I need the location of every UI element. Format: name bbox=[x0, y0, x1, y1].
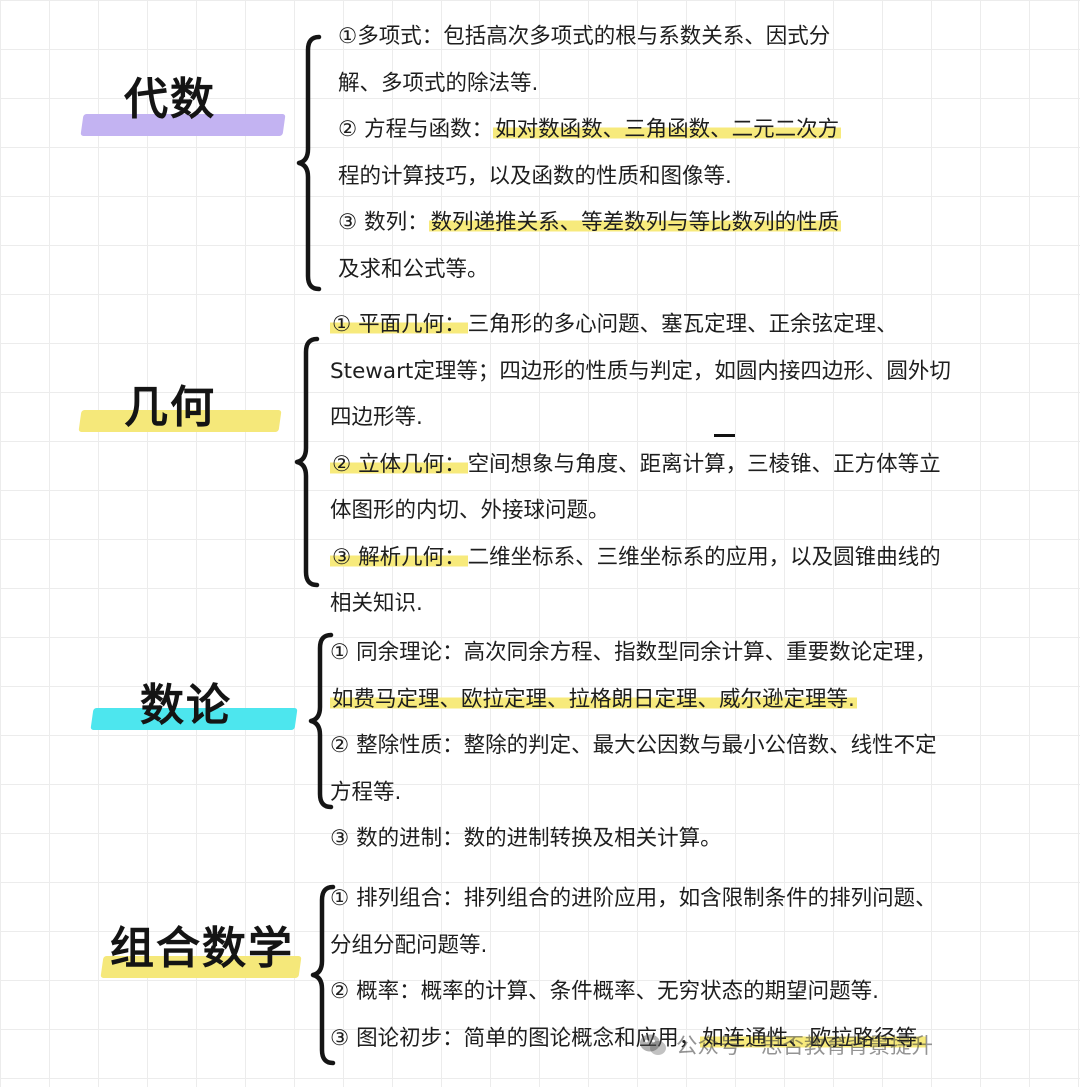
line-text: ③ 数的进制：数的进制转换及相关计算。 bbox=[330, 826, 722, 851]
line-text: ① 同余理论：高次同余方程、指数型同余计算、重要数论定理， bbox=[330, 640, 937, 665]
section-content: ①多项式：包括高次多项式的根与系数关系、因式分解、多项式的除法等. ② 方程与函数… bbox=[338, 14, 842, 294]
highlighted-text: ③ 解析几何： bbox=[330, 544, 468, 570]
stray-dash-mark bbox=[714, 434, 735, 437]
line-text: ③ 图论初步：简单的图论概念和应用， bbox=[330, 1025, 701, 1051]
content-line: ① 平面几何：三角形的多心问题、塞瓦定理、正余弦定理、 bbox=[330, 302, 951, 349]
highlighted-text: ① 平面几何： bbox=[330, 312, 468, 337]
section-title: 几何 bbox=[124, 382, 216, 433]
wechat-official-account-icon bbox=[638, 1032, 668, 1058]
line-text: 程的计算技巧，以及函数的性质和图像等. bbox=[338, 163, 732, 189]
curly-brace-icon bbox=[296, 34, 322, 292]
content-line: ③ 图论初步：简单的图论概念和应用，如连通性、欧拉路径等. bbox=[330, 1016, 937, 1063]
line-text: 四边形等. bbox=[330, 405, 423, 430]
section-title: 组合数学 bbox=[110, 923, 294, 974]
highlighted-text: 如连通性、欧拉路径等. bbox=[700, 1025, 926, 1051]
content-line: 四边形等. bbox=[330, 395, 951, 442]
section-title: 代数 bbox=[124, 74, 216, 125]
highlighted-text: 如费马定理、欧拉定理、拉格朗日定理、威尔逊定理等. bbox=[330, 686, 857, 712]
section-content: ① 排列组合：排列组合的进阶应用，如含限制条件的排列问题、分组分配问题等. ② 概… bbox=[330, 876, 937, 1062]
highlighted-text: 如对数函数、三角函数、二元二次方 bbox=[493, 117, 842, 142]
content-line: 及求和公式等。 bbox=[338, 247, 841, 294]
line-text: 解、多项式的除法等. bbox=[338, 70, 539, 96]
content-line: 分组分配问题等. bbox=[330, 923, 937, 970]
content-line: 解、多项式的除法等. bbox=[338, 61, 841, 108]
content-line: ② 方程与函数：如对数函数、三角函数、二元二次方 bbox=[338, 107, 842, 154]
line-text: ② 概率：概率的计算、条件概率、无穷状态的期望问题等. bbox=[330, 979, 879, 1004]
content-line: ③ 解析几何：二维坐标系、三维坐标系的应用，以及圆锥曲线的 bbox=[330, 535, 951, 582]
line-text: 及求和公式等。 bbox=[338, 256, 489, 282]
line-text: 空间想象与角度、距离计算，三棱锥、正方体等立 bbox=[467, 451, 941, 477]
content-line: ①多项式：包括高次多项式的根与系数关系、因式分 bbox=[338, 14, 841, 61]
content-line: ① 同余理论：高次同余方程、指数型同余计算、重要数论定理， bbox=[330, 630, 937, 677]
curly-brace-icon bbox=[294, 336, 320, 588]
content-line: Stewart定理等；四边形的性质与判定，如圆内接四边形、圆外切 bbox=[330, 349, 951, 396]
line-text: ② 整除性质：整除的判定、最大公因数与最小公倍数、线性不定 bbox=[330, 733, 937, 758]
watermark: 公众号 · 思否教育背景提升 bbox=[638, 1027, 933, 1067]
curly-brace-icon bbox=[310, 884, 336, 1066]
section-title: 数论 bbox=[140, 680, 232, 731]
line-text: 方程等. bbox=[330, 779, 402, 805]
line-text: 三角形的多心问题、塞瓦定理、正余弦定理、 bbox=[467, 312, 898, 337]
section-content: ① 平面几何：三角形的多心问题、塞瓦定理、正余弦定理、 Stewart定理等；四边… bbox=[330, 302, 951, 628]
line-text: 相关知识. bbox=[330, 591, 423, 616]
content-line: ② 整除性质：整除的判定、最大公因数与最小公倍数、线性不定 bbox=[330, 723, 937, 770]
line-text: ② 方程与函数： bbox=[338, 117, 494, 142]
line-text: 二维坐标系、三维坐标系的应用，以及圆锥曲线的 bbox=[467, 544, 941, 570]
section-content: ① 同余理论：高次同余方程、指数型同余计算、重要数论定理， 如费马定理、欧拉定理、… bbox=[330, 630, 937, 863]
content-line: 相关知识. bbox=[330, 581, 951, 628]
line-text: Stewart定理等；四边形的性质与判定，如圆内接四边形、圆外切 bbox=[330, 358, 951, 384]
highlighted-text: 数列递推关系、等差数列与等比数列的性质 bbox=[428, 210, 842, 235]
content-line: 如费马定理、欧拉定理、拉格朗日定理、威尔逊定理等. bbox=[330, 677, 937, 724]
line-text: 分组分配问题等. bbox=[330, 932, 488, 958]
curly-brace-icon bbox=[308, 632, 334, 810]
content-line: 体图形的内切、外接球问题。 bbox=[330, 488, 951, 535]
content-line: 程的计算技巧，以及函数的性质和图像等. bbox=[338, 154, 841, 201]
content-line: ③ 数的进制：数的进制转换及相关计算。 bbox=[330, 816, 937, 863]
line-text: ③ 数列： bbox=[338, 210, 429, 235]
content-line: ② 概率：概率的计算、条件概率、无穷状态的期望问题等. bbox=[330, 969, 937, 1016]
content-line: 方程等. bbox=[330, 770, 937, 817]
content-line: ② 立体几何：空间想象与角度、距离计算，三棱锥、正方体等立 bbox=[330, 442, 951, 489]
highlighted-text: ② 立体几何： bbox=[330, 451, 468, 477]
line-text: 体图形的内切、外接球问题。 bbox=[330, 498, 610, 523]
content-line: ① 排列组合：排列组合的进阶应用，如含限制条件的排列问题、 bbox=[330, 876, 937, 923]
content-line: ③ 数列：数列递推关系、等差数列与等比数列的性质 bbox=[338, 200, 842, 247]
line-text: ①多项式：包括高次多项式的根与系数关系、因式分 bbox=[338, 24, 831, 49]
line-text: ① 排列组合：排列组合的进阶应用，如含限制条件的排列问题、 bbox=[330, 886, 937, 911]
watermark-text: 公众号 · 思否教育背景提升 bbox=[676, 1034, 934, 1059]
